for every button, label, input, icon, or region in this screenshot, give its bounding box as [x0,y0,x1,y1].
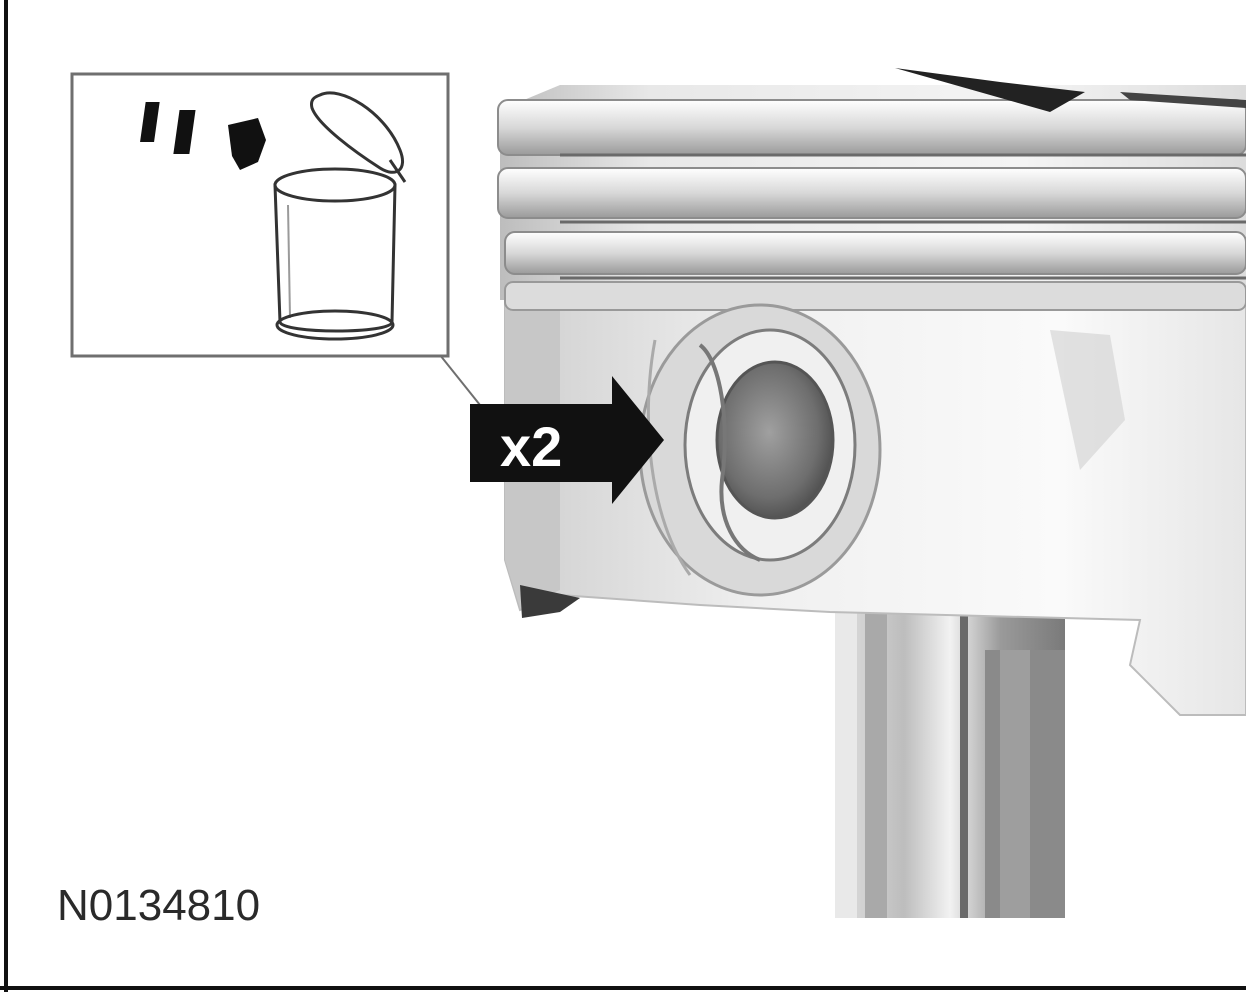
piston-pin-boss [638,303,882,597]
inset-panel [70,72,481,406]
piston [497,68,1246,918]
callout-arrow: x2 [470,376,664,504]
connecting-rod [835,600,1065,918]
piston-rings [497,99,1246,311]
arrow-right-icon [470,376,664,504]
reference-number: N0134810 [57,881,260,930]
callout-label: x2 [500,415,562,478]
discard-in-waste-bin-icon [140,91,407,341]
